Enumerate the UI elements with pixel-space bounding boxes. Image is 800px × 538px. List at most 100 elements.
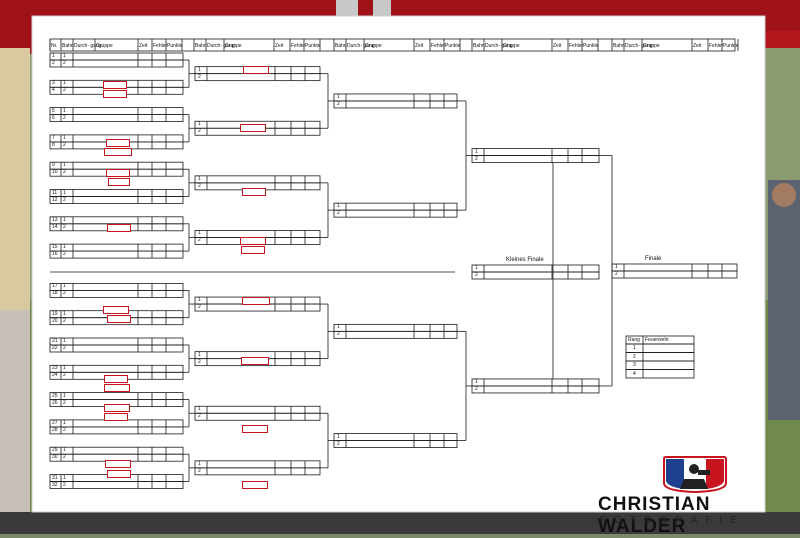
round-header-col-label: Zeit bbox=[415, 43, 424, 49]
match-lane: 2 bbox=[198, 413, 201, 420]
entry-number: 28 bbox=[52, 426, 58, 433]
entry-lane: 2 bbox=[63, 114, 66, 121]
team-magnet-tag bbox=[103, 81, 127, 89]
match-lane: 1 bbox=[198, 66, 201, 73]
semifinal-row bbox=[471, 385, 600, 394]
round-header-col-label: Fehler bbox=[291, 43, 306, 49]
person-left bbox=[0, 310, 30, 534]
entry-lane: 2 bbox=[63, 196, 66, 203]
round-header-col-label: Punkte bbox=[723, 43, 739, 49]
match-row bbox=[194, 412, 321, 421]
entry-number: 27 bbox=[52, 419, 58, 426]
entry-number: 19 bbox=[52, 310, 58, 317]
team-magnet-tag bbox=[104, 384, 130, 392]
rank-number: 2 bbox=[633, 353, 636, 360]
match-lane: 2 bbox=[198, 237, 201, 244]
match-lane: 2 bbox=[198, 467, 201, 474]
entry-lane: 1 bbox=[63, 447, 66, 454]
entry-number: 8 bbox=[52, 141, 55, 148]
entry-number: 32 bbox=[52, 481, 58, 488]
entry-lane: 1 bbox=[63, 189, 66, 196]
round-header-col-label: Zeit bbox=[275, 43, 284, 49]
small-final-lane: 1 bbox=[475, 265, 478, 271]
match-lane: 1 bbox=[198, 460, 201, 467]
header-col-label: Zeit bbox=[139, 43, 148, 49]
entry-row bbox=[49, 426, 184, 435]
entry-number: 30 bbox=[52, 454, 58, 461]
rank-row bbox=[625, 369, 695, 379]
match-lane: 1 bbox=[198, 121, 201, 128]
person-right bbox=[768, 180, 800, 420]
round-header-col-label: Bahn bbox=[335, 43, 347, 49]
round-header-col-label: Gruppe bbox=[503, 43, 520, 49]
entry-number: 9 bbox=[52, 162, 55, 169]
round-header-col-label: Punkte bbox=[583, 43, 599, 49]
entry-number: 12 bbox=[52, 196, 58, 203]
semifinal-lane: 1 bbox=[475, 378, 478, 385]
small-final-label: Kleines Finale bbox=[506, 257, 544, 263]
match-lane: 2 bbox=[198, 182, 201, 189]
team-magnet-tag bbox=[242, 425, 268, 433]
entry-lane: 2 bbox=[63, 223, 66, 230]
entry-lane: 1 bbox=[63, 244, 66, 251]
rank-header-rang: Rang bbox=[628, 337, 640, 343]
round-header-col-label: Punkte bbox=[445, 43, 461, 49]
entry-lane: 1 bbox=[63, 283, 66, 290]
rank-header-feuerwehr: Feuerwehr bbox=[645, 337, 669, 343]
entry-number: 24 bbox=[52, 372, 58, 379]
entry-lane: 1 bbox=[63, 474, 66, 481]
header-col-label: Gruppe bbox=[96, 43, 113, 49]
team-magnet-tag bbox=[243, 66, 269, 74]
header-col-label: Nr. bbox=[51, 43, 58, 49]
match-lane: 1 bbox=[337, 203, 340, 210]
entry-number: 20 bbox=[52, 317, 58, 324]
round-header-col-label: Fehler bbox=[569, 43, 584, 49]
entry-number: 5 bbox=[52, 107, 55, 114]
team-magnet-tag bbox=[104, 375, 128, 383]
entry-lane: 1 bbox=[63, 338, 66, 344]
entry-lane: 1 bbox=[63, 419, 66, 426]
team-magnet-tag bbox=[242, 297, 270, 305]
entry-number: 18 bbox=[52, 290, 58, 297]
entry-number: 29 bbox=[52, 447, 58, 454]
small-final-lane: 2 bbox=[475, 272, 478, 278]
entry-lane: 1 bbox=[63, 365, 66, 372]
watermark-name: CHRISTIAN WALDER bbox=[598, 494, 711, 537]
entry-number: 2 bbox=[52, 60, 55, 66]
team-magnet-tag bbox=[103, 306, 129, 314]
entry-row bbox=[49, 344, 184, 353]
entry-lane: 2 bbox=[63, 87, 66, 94]
match-lane: 1 bbox=[198, 230, 201, 237]
entry-lane: 1 bbox=[63, 107, 66, 114]
team-magnet-tag bbox=[103, 90, 127, 98]
match-lane: 1 bbox=[337, 324, 340, 331]
team-magnet-tag bbox=[106, 139, 130, 147]
team-magnet-tag bbox=[240, 237, 266, 245]
entry-number: 10 bbox=[52, 169, 58, 176]
round-header-col-label: Durch- gang bbox=[207, 43, 235, 49]
team-magnet-tag bbox=[106, 169, 130, 177]
entry-number: 1 bbox=[52, 53, 55, 59]
final-lane: 2 bbox=[615, 271, 618, 277]
header-col-label: Durch- gang bbox=[74, 43, 102, 49]
match-lane: 1 bbox=[198, 175, 201, 182]
round-header-col-label: Zeit bbox=[553, 43, 562, 49]
final-lane: 1 bbox=[615, 264, 618, 270]
entry-number: 14 bbox=[52, 223, 58, 230]
entry-lane: 1 bbox=[63, 53, 66, 59]
person-right-head bbox=[772, 183, 796, 207]
round-header-col-label: Fehler bbox=[709, 43, 724, 49]
entry-number: 26 bbox=[52, 399, 58, 406]
entry-lane: 1 bbox=[63, 134, 66, 141]
entry-number: 15 bbox=[52, 244, 58, 251]
match-row bbox=[333, 209, 458, 218]
match-lane: 1 bbox=[198, 406, 201, 413]
match-row bbox=[194, 467, 321, 476]
round-header-col-label: Durch- gang bbox=[625, 43, 653, 49]
entry-number: 25 bbox=[52, 392, 58, 399]
entry-row bbox=[49, 250, 184, 259]
entry-lane: 2 bbox=[63, 60, 66, 66]
match-lane: 2 bbox=[337, 331, 340, 338]
entry-lane: 1 bbox=[63, 216, 66, 223]
